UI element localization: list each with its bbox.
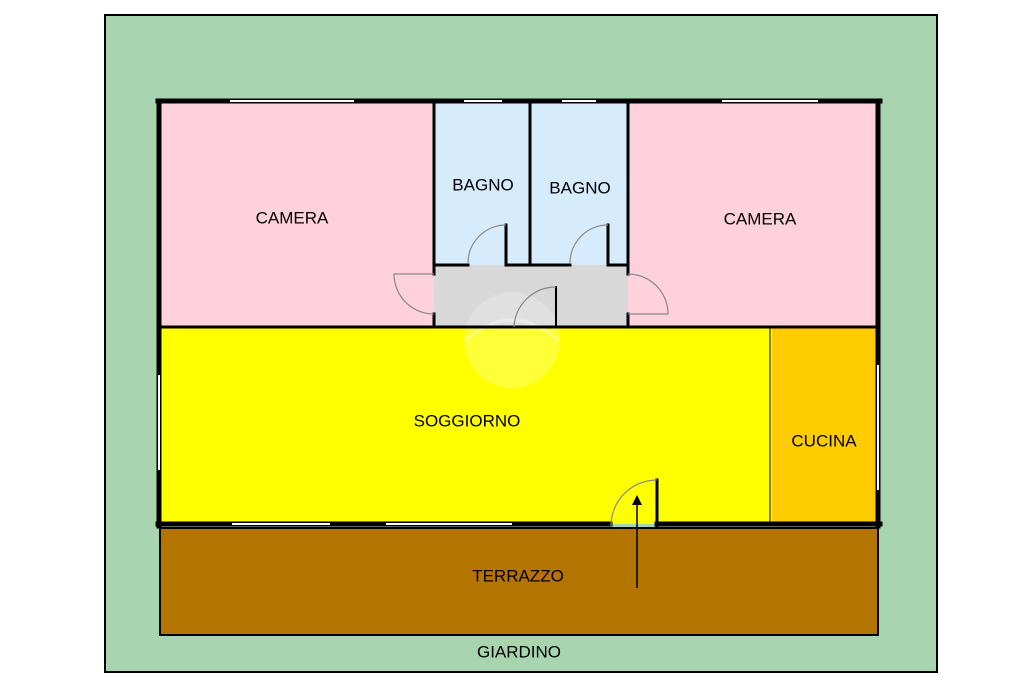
door-swings — [393, 224, 669, 527]
watermark-logo-detail — [465, 318, 559, 342]
disimpegno-area — [434, 265, 628, 327]
label-bagno-left: BAGNO — [452, 175, 513, 194]
terrazzo-area — [159, 527, 879, 636]
camera-left-area — [160, 101, 434, 327]
cucina-area — [772, 327, 878, 524]
label-camera-left: CAMERA — [256, 208, 329, 227]
soggiorno-area — [160, 327, 772, 524]
label-camera-right: CAMERA — [724, 209, 797, 228]
camera-right-area — [628, 101, 878, 327]
label-giardino: GIARDINO — [477, 642, 561, 661]
windows — [158, 100, 879, 525]
label-soggiorno: SOGGIORNO — [414, 411, 521, 430]
bagno-left-area — [434, 101, 530, 265]
label-cucina: CUCINA — [791, 431, 857, 450]
label-terrazzo: TERRAZZO — [472, 566, 564, 585]
watermark-logo — [464, 292, 560, 388]
entrance-arrow-icon — [632, 495, 642, 588]
label-bagno-right: BAGNO — [549, 178, 610, 197]
